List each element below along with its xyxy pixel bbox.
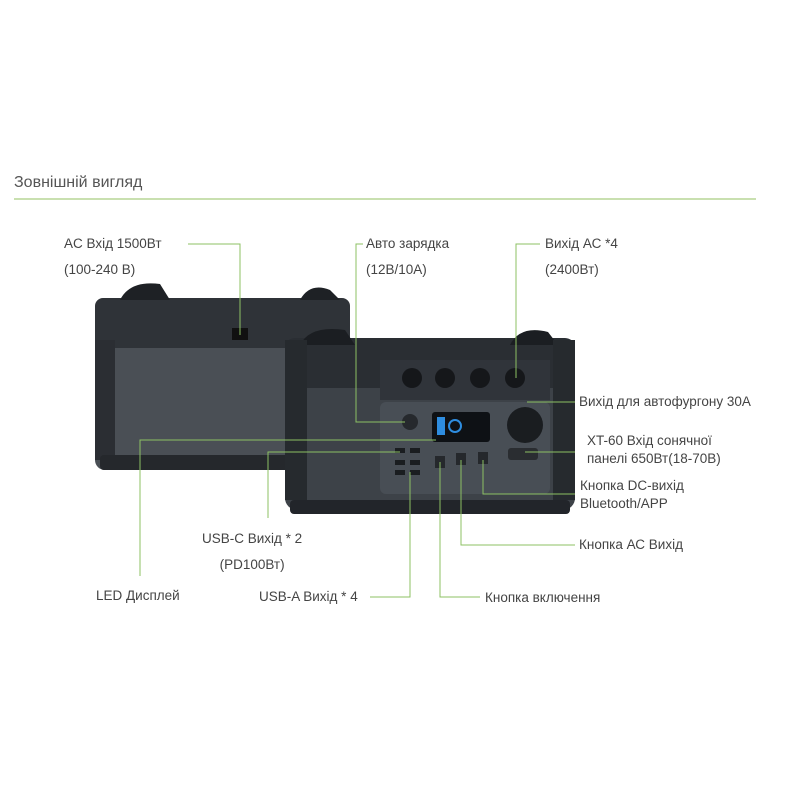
callout-car-charging-line1: Авто зарядка [366,236,450,251]
section-title: Зовнішній вигляд [14,174,143,191]
callout-xt60-line2: панелі 650Вт(18-70В) [587,451,721,466]
callout-ac-input-line2: (100-240 В) [64,262,136,277]
leader-lines [139,243,575,598]
callout-car-charging: Авто зарядка (12В/10А) [366,235,449,279]
callout-usb-c-line1: USB-C Вихід * 2 [202,531,303,546]
ac-outlets [402,368,525,388]
callout-ac-input-line1: AC Вхід 1500Вт [64,236,162,251]
callout-usb-a: USB-A Вихід * 4 [259,589,358,604]
callout-ac-input: AC Вхід 1500Вт (100-240 В) [64,235,162,279]
callout-car-charging-line2: (12В/10А) [366,262,427,277]
front-unit-image [285,329,575,514]
callout-usb-c-line2: (PD100Вт) [219,557,285,572]
callout-dc-button: Кнопка DC-вихід Bluetooth/APP [580,477,684,513]
callout-rv-output: Вихід для автофургону 30А [579,394,751,409]
callout-dc-button-line2: Bluetooth/APP [580,496,668,511]
callout-xt60-input: XT-60 Вхід сонячної панелі 650Вт(18-70В) [587,432,721,468]
callout-usb-c: USB-C Вихід * 2 (PD100Вт) [202,530,302,574]
callout-ac-button: Кнопка АС Вихід [579,537,683,552]
callout-led-display: LED Дисплей [96,588,180,603]
callout-ac-output-line1: Вихід АС *4 [545,236,618,251]
title-divider [14,198,756,200]
callout-ac-output: Вихід АС *4 (2400Вт) [545,235,618,279]
callout-xt60-line1: XT-60 Вхід сонячної [587,433,712,448]
callout-ac-output-line2: (2400Вт) [545,262,599,277]
callout-power-button: Кнопка включення [485,590,601,605]
callout-dc-button-line1: Кнопка DC-вихід [580,478,684,493]
